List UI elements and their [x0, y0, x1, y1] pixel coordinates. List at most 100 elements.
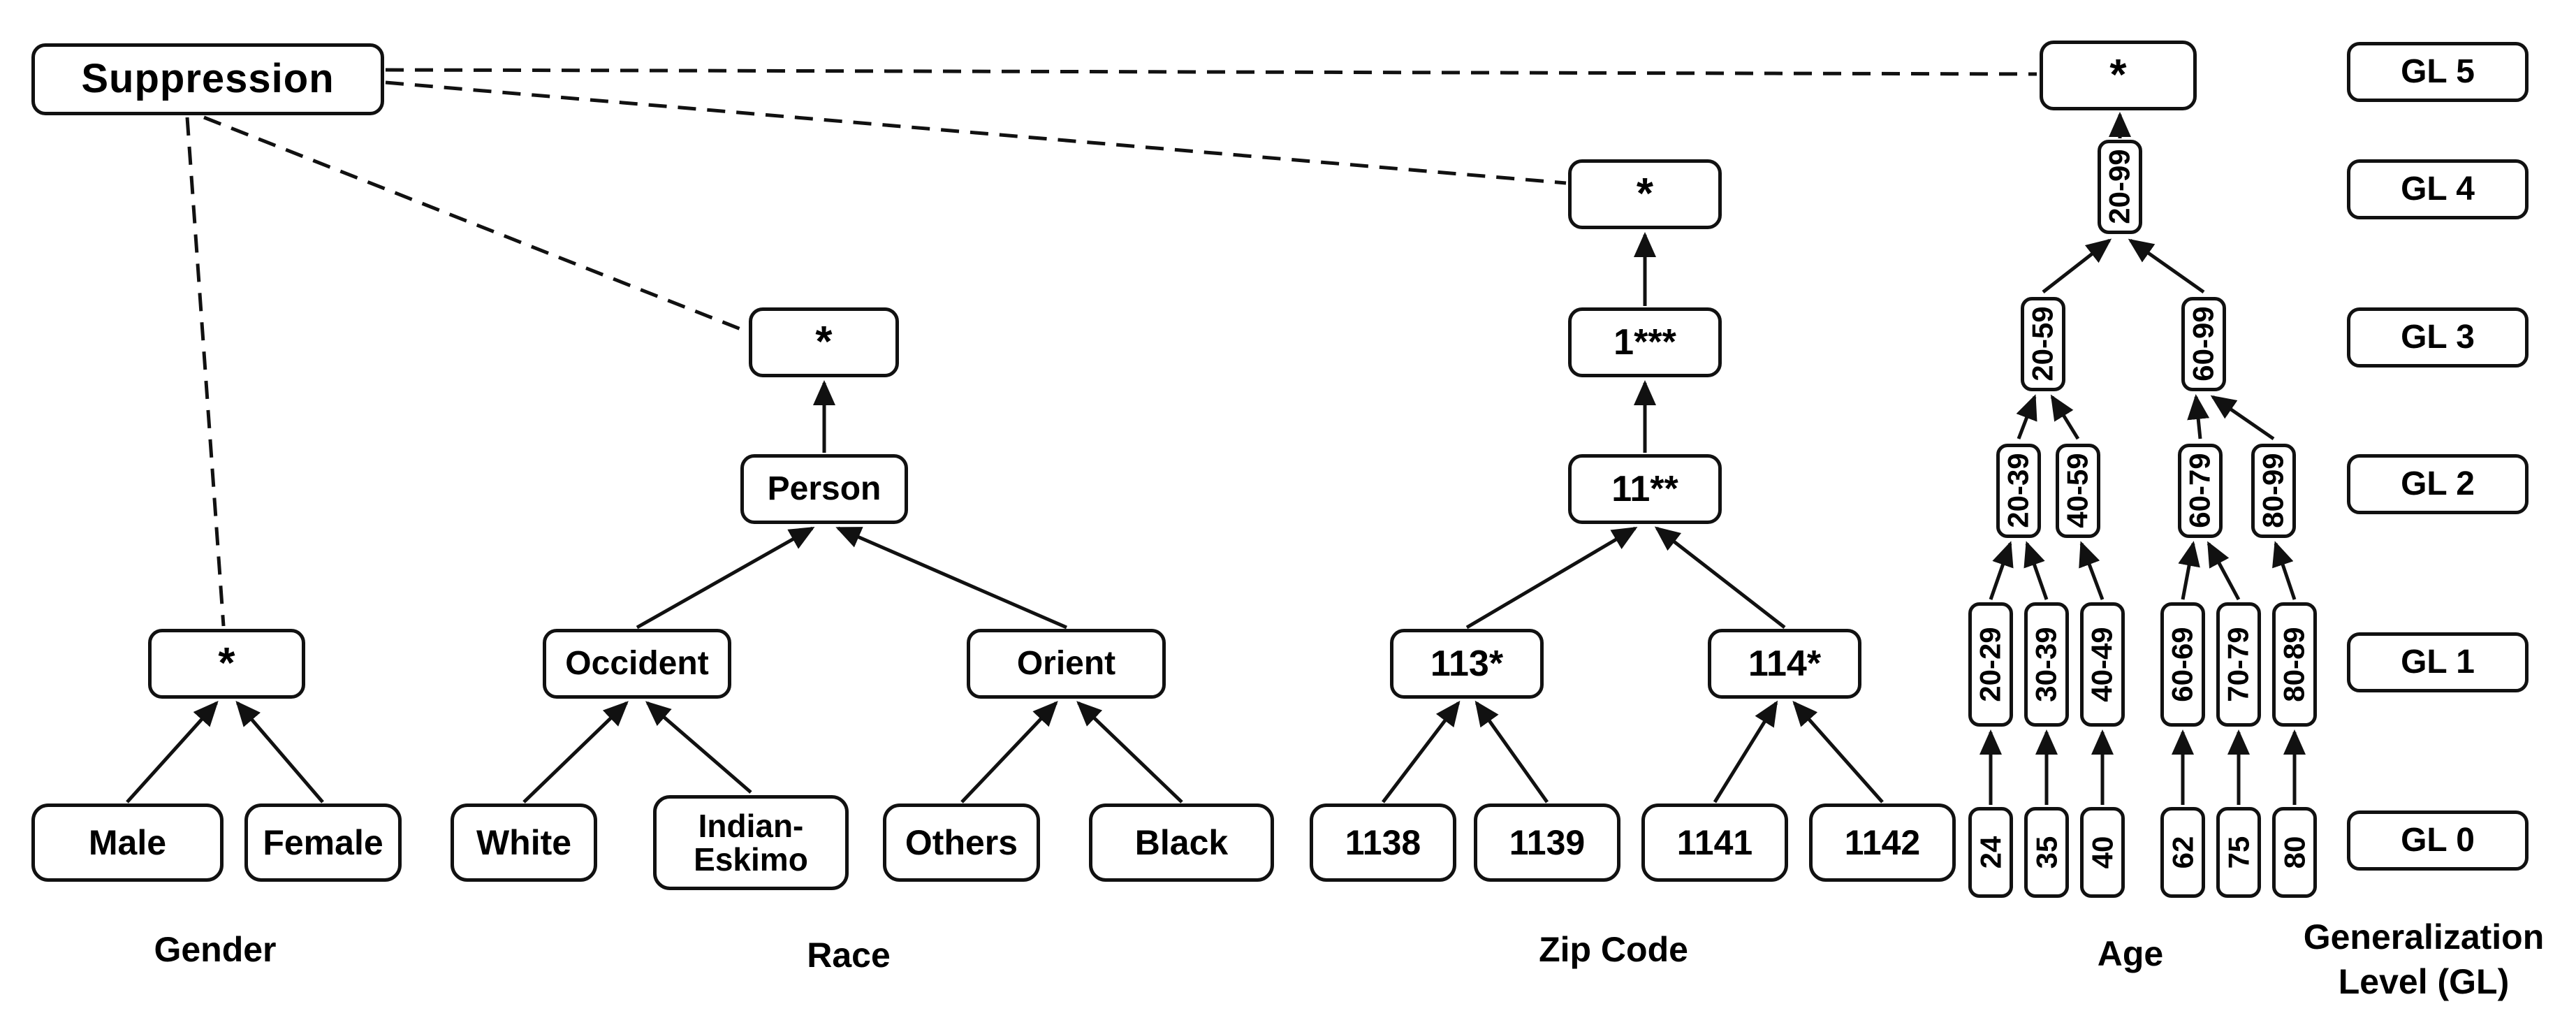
age-leaf-35: 35 — [2024, 807, 2069, 898]
race-leaf-indian-eskimo: Indian- Eskimo — [653, 795, 849, 890]
age-gl2-20-39: 20-39 — [1996, 444, 2041, 538]
zip-leaf-1142: 1142 — [1809, 804, 1956, 882]
zip-root-label: * — [1636, 170, 1654, 219]
age-30-39-label: 30-39 — [2029, 627, 2063, 702]
edge-1142-to-114 — [1792, 701, 1884, 804]
gl5-label-box: GL 5 — [2347, 42, 2529, 102]
gl3-label-box: GL 3 — [2347, 307, 2529, 368]
age-gl1-20-29: 20-29 — [1968, 602, 2013, 727]
generalization-level-axis-label: Generalization Level (GL) — [2304, 917, 2545, 1002]
white-label: White — [476, 822, 572, 862]
zip-1xxx-node: 1*** — [1568, 307, 1722, 377]
age-axis-label: Age — [2097, 934, 2164, 973]
race-occident-node: Occident — [543, 629, 731, 699]
age-root-label: * — [2109, 51, 2127, 100]
age-60-69-label: 60-69 — [2165, 627, 2199, 702]
zip-114x-node: 114* — [1708, 629, 1861, 699]
gl1-label: GL 1 — [2401, 643, 2475, 681]
suppression-node: Suppression — [31, 43, 384, 115]
age-20-29-label: 20-29 — [1973, 627, 2007, 702]
zip-11xx-node: 11** — [1568, 454, 1722, 524]
age-leaf-24: 24 — [1968, 807, 2013, 898]
gender-axis-label: Gender — [154, 930, 277, 969]
indian-eskimo-line2: Eskimo — [694, 841, 808, 878]
gender-root-node: * — [148, 629, 305, 699]
gender-leaf-female: Female — [244, 804, 402, 882]
zip-1141-label: 1141 — [1676, 822, 1753, 862]
age-40-label: 40 — [2085, 836, 2118, 869]
age-gl2-40-59: 40-59 — [2056, 444, 2100, 538]
orient-label: Orient — [1016, 644, 1116, 682]
suppression-label: Suppression — [81, 56, 335, 102]
gl2-label: GL 2 — [2401, 465, 2475, 502]
dashed-suppression-to-zip-root — [385, 80, 1567, 185]
zip-1142-label: 1142 — [1844, 822, 1921, 862]
zip-1xxx-label: 1*** — [1613, 321, 1676, 363]
age-70-79-label: 70-79 — [2221, 627, 2255, 702]
age-gl4-20-99: 20-99 — [2098, 140, 2142, 234]
edge-black-to-orient — [1076, 701, 1183, 804]
indian-eskimo-label: Indian- Eskimo — [694, 808, 808, 878]
edge-40-49-to-40-59 — [2079, 541, 2105, 600]
edge-female-to-gender-root — [235, 700, 324, 804]
age-gl1-60-69: 60-69 — [2160, 602, 2205, 727]
age-root-node: * — [2040, 41, 2197, 110]
age-80-89-label: 80-89 — [2277, 627, 2311, 702]
zip-leaf-1138: 1138 — [1310, 804, 1456, 882]
race-root-node: * — [749, 307, 899, 377]
race-leaf-black: Black — [1089, 804, 1274, 882]
zip-113x-node: 113* — [1390, 629, 1544, 699]
age-80-label: 80 — [2277, 836, 2311, 869]
gender-leaf-male: Male — [31, 804, 224, 882]
dashed-suppression-to-gender-root — [185, 117, 226, 627]
age-leaf-62: 62 — [2160, 807, 2205, 898]
age-gl2-60-79: 60-79 — [2178, 444, 2223, 538]
age-20-59-label: 20-59 — [2026, 306, 2059, 382]
edge-occident-to-person — [636, 526, 815, 630]
gl5-label: GL 5 — [2401, 52, 2475, 90]
gl3-label: GL 3 — [2401, 318, 2475, 356]
edge-40-59-to-20-59 — [2050, 394, 2080, 440]
suppression-links — [185, 68, 2037, 627]
edge-113-to-11 — [1465, 526, 1638, 630]
male-label: Male — [88, 822, 167, 862]
gl-axis-line2: Level (GL) — [2338, 962, 2510, 1001]
age-leaf-80: 80 — [2272, 807, 2317, 898]
age-20-99-label: 20-99 — [2102, 149, 2136, 225]
gl1-label-box: GL 1 — [2347, 632, 2529, 692]
edge-indian-eskimo-to-occident — [645, 701, 752, 794]
edge-60-79-to-60-99 — [2187, 394, 2210, 439]
zip-11xx-label: 11** — [1611, 468, 1678, 509]
zip-114x-label: 114* — [1748, 643, 1822, 684]
edge-20-29-to-20-39 — [1989, 541, 2014, 600]
age-gl3-20-59: 20-59 — [2021, 297, 2065, 391]
edge-orient-to-person — [835, 526, 1067, 630]
edge-others-to-orient — [960, 701, 1058, 804]
edge-1141-to-114 — [1713, 700, 1778, 804]
generalization-arrows — [126, 112, 2306, 805]
edge-male-to-gender-root — [126, 701, 219, 804]
others-label: Others — [905, 822, 1018, 862]
edge-60-99-to-20-99 — [2128, 238, 2205, 294]
age-80-99-label: 80-99 — [2256, 453, 2290, 529]
race-leaf-others: Others — [883, 804, 1040, 882]
age-60-79-label: 60-79 — [2183, 453, 2216, 529]
age-24-label: 24 — [1973, 836, 2007, 869]
age-40-49-label: 40-49 — [2085, 627, 2118, 702]
age-60-99-label: 60-99 — [2186, 306, 2220, 382]
gl-axis-line1: Generalization — [2303, 917, 2545, 957]
edge-20-59-to-20-99 — [2042, 238, 2112, 293]
edge-70-79-to-60-79 — [2207, 541, 2241, 601]
race-leaf-white: White — [451, 804, 597, 882]
race-root-label: * — [815, 318, 833, 367]
edge-white-to-occident — [522, 701, 629, 804]
age-gl3-60-99: 60-99 — [2181, 297, 2226, 391]
gl4-label-box: GL 4 — [2347, 159, 2529, 219]
black-label: Black — [1134, 822, 1229, 862]
age-leaf-75: 75 — [2216, 807, 2261, 898]
dashed-suppression-to-race-root — [203, 115, 747, 333]
zip-leaf-1141: 1141 — [1641, 804, 1788, 882]
person-label: Person — [767, 470, 881, 507]
gl0-label: GL 0 — [2401, 821, 2475, 859]
